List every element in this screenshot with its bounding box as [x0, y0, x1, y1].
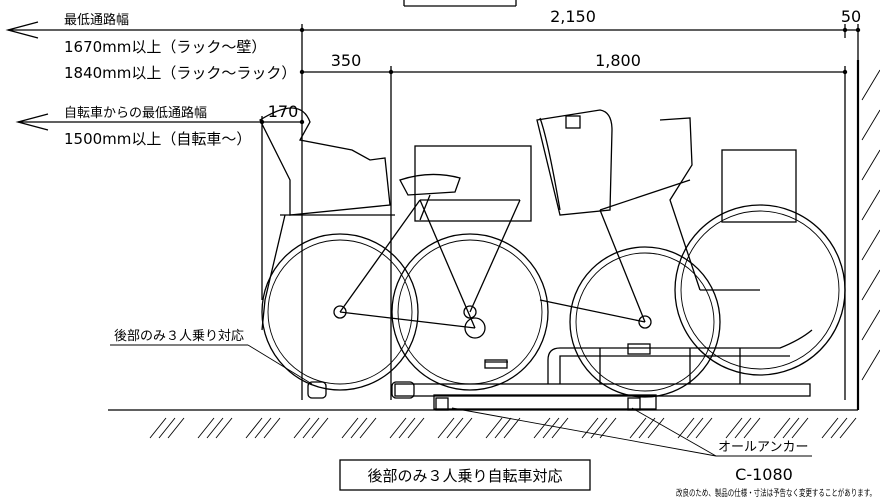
ground-hatch-line — [437, 417, 455, 439]
callout-anchor-code: C-1080 — [735, 465, 793, 484]
leader-lines — [62, 29, 812, 457]
ground-hatch-line — [302, 417, 320, 439]
ground-hatch-line — [359, 417, 377, 439]
dim-margin-right: 50 — [841, 7, 861, 26]
ground-hatch-line — [215, 417, 233, 439]
ground-hatch-line — [167, 417, 185, 439]
ground-hatch-line — [773, 417, 791, 439]
ground-hatch-line — [485, 417, 503, 439]
ground-hatch-line — [599, 417, 617, 439]
ground-hatch-line — [590, 417, 608, 439]
ground-hatch-line — [350, 417, 368, 439]
ground-hatch-line — [398, 417, 416, 439]
ground-hatch-line — [734, 417, 752, 439]
aisle-title: 最低通路幅 — [64, 12, 129, 28]
aisle-rack-to-wall: 1670mm以上（ラック～壁） — [64, 38, 266, 56]
caption-text: 後部のみ３人乗り自転車対応 — [367, 467, 562, 485]
aisle-rack-to-rack: 1840mm以上（ラック～ラック） — [64, 64, 296, 82]
ground-hatch-line — [647, 417, 665, 439]
dim-offset: 350 — [331, 51, 362, 70]
ground-hatch-line — [407, 417, 425, 439]
ground-hatch-line — [455, 417, 473, 439]
ground-hatch-line — [839, 417, 857, 439]
ground-hatch-line — [581, 417, 599, 439]
ground-hatch-line — [158, 417, 176, 439]
callout-rear-three: 後部のみ３人乗り対応 — [114, 329, 244, 344]
ground-hatch-line — [791, 417, 809, 439]
ground — [108, 409, 858, 439]
callout-anchor-name: オールアンカー — [718, 440, 808, 455]
ground-hatch-line — [830, 417, 848, 439]
aisle-bike-value: 1500mm以上（自転車～） — [64, 130, 251, 148]
ground-hatch-line — [629, 417, 647, 439]
caption-box — [339, 459, 591, 491]
ground-hatch-line — [149, 417, 167, 439]
bicycle-rear-seat — [259, 107, 549, 391]
ground-hatch-line — [254, 417, 272, 439]
ground-hatch-line — [725, 417, 743, 439]
ground-hatch-line — [206, 417, 224, 439]
ground-hatch-line — [311, 417, 329, 439]
ground-hatch-line — [821, 417, 839, 439]
ground-hatch-line — [503, 417, 521, 439]
ground-hatch-line — [293, 417, 311, 439]
aisle-bike-title: 自転車からの最低通路幅 — [64, 105, 207, 121]
dim-bike-zone: 1,800 — [595, 51, 641, 70]
ground-hatch-line — [677, 417, 695, 439]
ground-hatch-line — [782, 417, 800, 439]
footnote: 改良のため、製品の仕様・寸法は予告なく変更することがあります。 — [676, 487, 876, 497]
ground-hatch-line — [245, 417, 263, 439]
ground-hatch-line — [197, 417, 215, 439]
bicycle-front-seat — [536, 109, 846, 398]
wall — [856, 60, 880, 410]
ground-hatch-line — [341, 417, 359, 439]
aisle-arrow — [5, 21, 302, 39]
dim-total: 2,150 — [550, 7, 596, 26]
rack-base — [307, 329, 813, 411]
ground-hatch-line — [638, 417, 656, 439]
ground-hatch-line — [743, 417, 761, 439]
dim-rear-offset: 170 — [268, 102, 299, 121]
ground-hatch-line — [533, 417, 551, 439]
ground-hatch-line — [389, 417, 407, 439]
ground-hatch-line — [542, 417, 560, 439]
ground-hatch-line — [263, 417, 281, 439]
ground-hatch-line — [686, 417, 704, 439]
title-box-fragment — [403, 0, 517, 7]
ground-hatch-line — [494, 417, 512, 439]
ground-hatch-line — [695, 417, 713, 439]
ground-hatch-line — [446, 417, 464, 439]
